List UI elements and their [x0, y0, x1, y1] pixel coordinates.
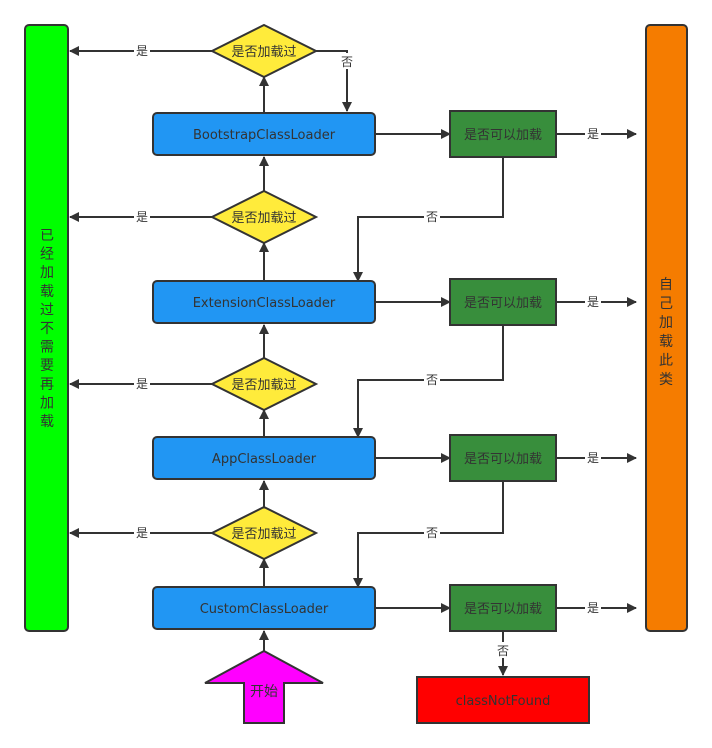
bar-char: 此: [659, 353, 673, 369]
yes-label: 是: [587, 601, 599, 615]
bar-char: 经: [40, 247, 54, 263]
bar-char: 过: [40, 302, 54, 318]
can-load-box: 是否可以加载: [449, 110, 557, 158]
no-label: 否: [497, 644, 509, 658]
can-load-label: 是否可以加载: [464, 128, 542, 143]
loader-node-custom: CustomClassLoader: [152, 586, 376, 630]
bar-char: 加: [40, 395, 54, 411]
loader-node-app: AppClassLoader: [152, 436, 376, 480]
check-loaded-diamond: 是否加载过: [209, 505, 319, 561]
yes-label: 是: [587, 127, 599, 141]
bar-char: 自: [659, 277, 673, 293]
start-label: 开始: [250, 684, 278, 700]
check-loaded-label: 是否加载过: [231, 45, 296, 60]
edge-check-no: [316, 50, 352, 112]
yes-label: 是: [136, 377, 148, 391]
class-not-found-label: classNotFound: [456, 694, 551, 709]
bar-char: 不: [40, 321, 54, 337]
loader-node-extension: ExtensionClassLoader: [152, 280, 376, 324]
class-not-found-box: classNotFound: [416, 676, 590, 724]
yes-label: 是: [587, 295, 599, 309]
bar-char: 要: [40, 358, 54, 374]
loader-name: BootstrapClassLoader: [193, 128, 336, 143]
yes-label: 是: [136, 210, 148, 224]
bar-char: 加: [40, 265, 54, 281]
check-loaded-label: 是否加载过: [231, 378, 296, 393]
bar-char: 载: [40, 284, 54, 300]
bar-char: 需: [40, 340, 54, 356]
no-label: 否: [341, 55, 353, 69]
check-loaded-diamond: 是否加载过: [209, 356, 319, 412]
can-load-box: 是否可以加载: [449, 434, 557, 482]
can-load-box: 是否可以加载: [449, 278, 557, 326]
yes-label: 是: [587, 451, 599, 465]
no-label: 否: [426, 526, 438, 540]
check-loaded-diamond: 是否加载过: [209, 189, 319, 245]
yes-label: 是: [136, 44, 148, 58]
bar-char: 载: [659, 334, 673, 350]
can-load-label: 是否可以加载: [464, 452, 542, 467]
bar-char: 已: [40, 228, 54, 244]
bar-char: 己: [659, 296, 673, 312]
no-label: 否: [426, 373, 438, 387]
loader-name: CustomClassLoader: [200, 602, 329, 617]
can-load-label: 是否可以加载: [464, 296, 542, 311]
check-loaded-label: 是否加载过: [231, 527, 296, 542]
start-arrow[interactable]: 开始: [204, 649, 324, 724]
check-loaded-label: 是否加载过: [231, 211, 296, 226]
bar-char: 加: [659, 315, 673, 331]
bar-char: 类: [659, 372, 673, 388]
loader-name: ExtensionClassLoader: [193, 296, 336, 311]
loader-name: AppClassLoader: [212, 452, 317, 467]
no-label: 否: [426, 210, 438, 224]
loader-node-bootstrap: BootstrapClassLoader: [152, 112, 376, 156]
can-load-box: 是否可以加载: [449, 584, 557, 632]
check-loaded-diamond: 是否加载过: [209, 23, 319, 79]
nodes: BootstrapClassLoader是否加载过是否可以加载Extension…: [152, 23, 557, 632]
bar-char: 载: [40, 414, 54, 430]
yes-label: 是: [136, 526, 148, 540]
bar-char: 再: [40, 377, 54, 393]
can-load-label: 是否可以加载: [464, 602, 542, 617]
